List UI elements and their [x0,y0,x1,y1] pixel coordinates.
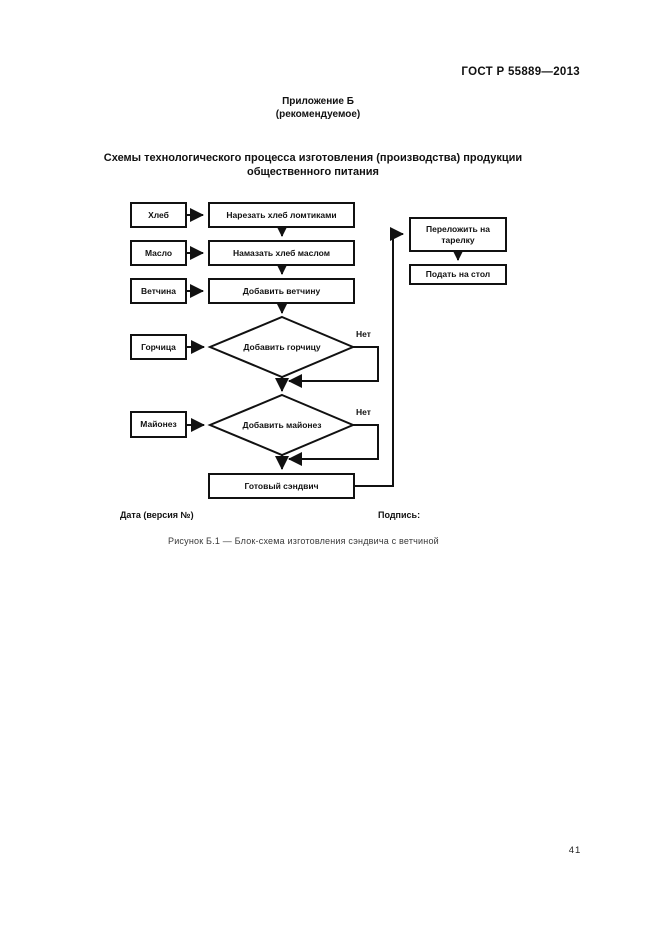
decision-label-mayo: Добавить майонез [242,419,322,430]
appendix-heading: Приложение Б (рекомендуемое) [168,96,468,121]
input-box-mustard: Горчица [130,334,187,360]
output-box-plate: Переложить на тарелку [409,217,507,252]
appendix-title: Приложение Б [282,96,354,107]
final-box-sandwich: Готовый сэндвич [208,473,355,499]
step-box-cut-bread: Нарезать хлеб ломтиками [208,202,355,228]
figure-caption: Рисунок Б.1 — Блок-схема изготовления сэ… [168,536,439,546]
date-version-label: Дата (версия №) [120,510,194,520]
arrow-final-to-plate [355,227,404,487]
step-box-add-ham: Добавить ветчину [208,278,355,304]
input-box-mayo: Майонез [130,411,187,438]
section-title: Схемы технологического процесса изготовл… [103,152,523,178]
input-box-bread: Хлеб [130,202,187,228]
input-box-butter: Масло [130,240,187,266]
page-number: 41 [568,845,582,856]
output-box-serve: Подать на стол [409,264,507,285]
no-branch-label-mustard: Нет [356,329,371,339]
step-box-spread-butter: Намазать хлеб маслом [208,240,355,266]
decision-label-mustard: Добавить горчицу [243,341,321,352]
standard-number-header: ГОСТ Р 55889—2013 [461,66,580,78]
input-box-ham: Ветчина [130,278,187,304]
signature-label: Подпись: [378,510,421,520]
no-branch-label-mayo: Нет [356,407,371,417]
appendix-subtitle: (рекомендуемое) [275,108,361,120]
